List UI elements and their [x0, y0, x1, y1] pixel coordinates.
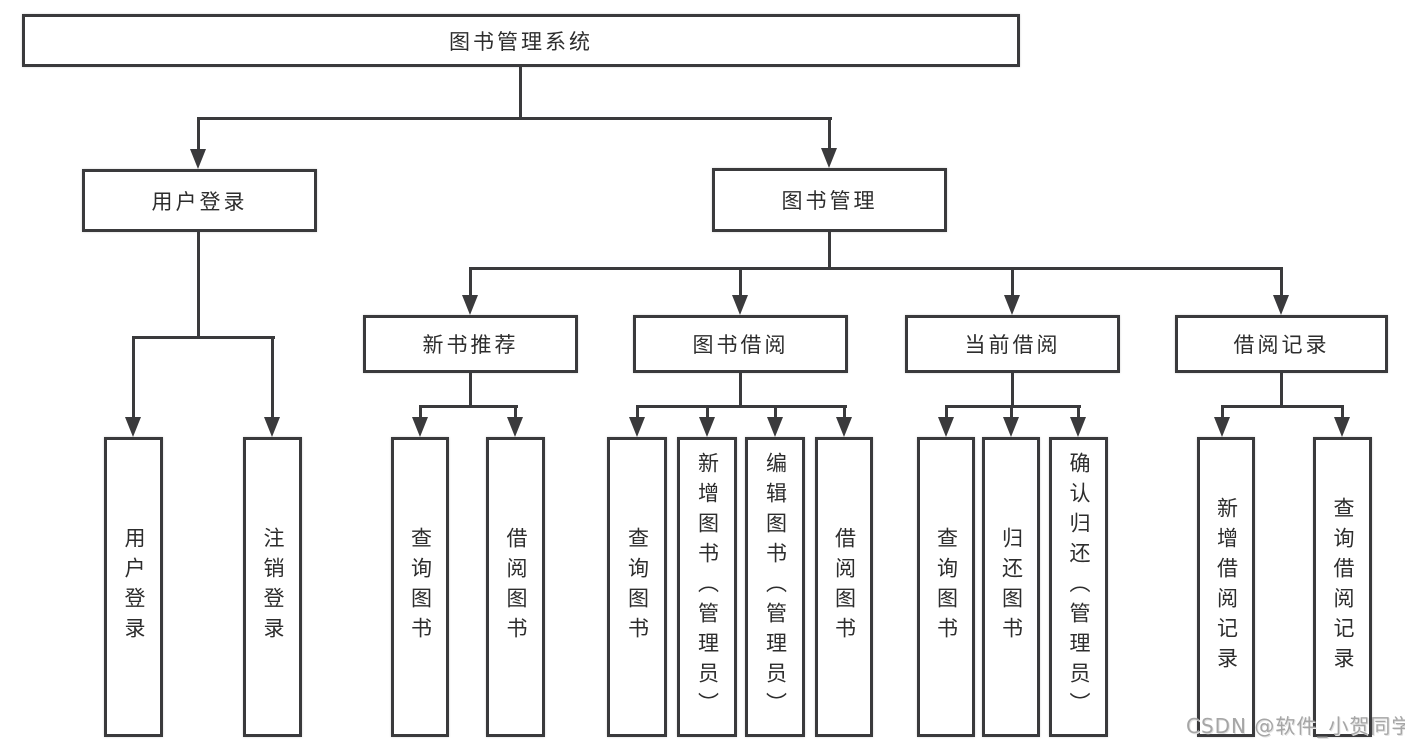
leaf-logout: 注销登录	[243, 437, 302, 737]
arrow-down-icon	[938, 417, 954, 437]
connector-line	[469, 267, 1283, 270]
connector-line	[1011, 267, 1014, 297]
connector-line	[739, 267, 742, 297]
arrow-down-icon	[125, 417, 141, 437]
connector-line	[1011, 373, 1014, 408]
leaf-edit-book-admin: 编辑图书（管理员）	[745, 437, 805, 737]
arrow-down-icon	[507, 417, 523, 437]
leaf-borrow-books-recommend: 借阅图书	[486, 437, 545, 737]
connector-line	[1221, 405, 1344, 408]
connector-line	[419, 405, 518, 408]
arrow-down-icon	[732, 295, 748, 315]
node-new-book-recommend: 新书推荐	[363, 315, 578, 373]
connector-line	[197, 117, 200, 151]
connector-line	[419, 405, 422, 419]
connector-line	[197, 232, 200, 339]
leaf-return-books: 归还图书	[982, 437, 1040, 737]
arrow-down-icon	[1214, 417, 1230, 437]
arrow-down-icon	[412, 417, 428, 437]
connector-line	[519, 67, 522, 118]
leaf-query-books-recommend: 查询图书	[391, 437, 449, 737]
leaf-add-book-admin: 新增图书（管理员）	[677, 437, 737, 737]
connector-line	[197, 117, 832, 120]
node-borrow-records: 借阅记录	[1175, 315, 1388, 373]
connector-line	[1280, 373, 1283, 408]
connector-line	[132, 336, 275, 339]
arrow-down-icon	[629, 417, 645, 437]
node-library-system: 图书管理系统	[22, 14, 1020, 67]
connector-line	[774, 405, 777, 419]
connector-line	[132, 336, 135, 419]
arrow-down-icon	[1334, 417, 1350, 437]
leaf-query-borrow-record: 查询借阅记录	[1313, 437, 1372, 737]
connector-line	[636, 405, 847, 408]
leaf-add-borrow-record: 新增借阅记录	[1197, 437, 1255, 737]
node-book-borrowing: 图书借阅	[633, 315, 848, 373]
connector-line	[636, 405, 639, 419]
connector-line	[1221, 405, 1224, 419]
leaf-confirm-return-admin: 确认归还（管理员）	[1049, 437, 1108, 737]
connector-line	[469, 267, 472, 297]
connector-line	[945, 405, 948, 419]
csdn-watermark: CSDN @软件_小贺同学	[1186, 714, 1405, 738]
leaf-query-books-current: 查询图书	[917, 437, 975, 737]
arrow-down-icon	[821, 148, 837, 168]
connector-line	[1077, 405, 1080, 419]
connector-line	[706, 405, 709, 419]
arrow-down-icon	[264, 417, 280, 437]
node-user-login: 用户登录	[82, 169, 317, 232]
arrow-down-icon	[1003, 417, 1019, 437]
leaf-borrow-books-borrowing: 借阅图书	[815, 437, 873, 737]
arrow-down-icon	[190, 149, 206, 169]
connector-line	[1341, 405, 1344, 419]
connector-line	[514, 405, 517, 419]
leaf-user-login: 用户登录	[104, 437, 163, 737]
connector-line	[469, 373, 472, 408]
arrow-down-icon	[1070, 417, 1086, 437]
connector-line	[1010, 405, 1013, 419]
connector-line	[828, 117, 831, 150]
connector-line	[945, 405, 1081, 408]
connector-line	[1280, 267, 1283, 297]
node-book-management: 图书管理	[712, 168, 947, 232]
connector-line	[739, 373, 742, 408]
connector-line	[828, 232, 831, 270]
leaf-query-books-borrowing: 查询图书	[607, 437, 667, 737]
arrow-down-icon	[699, 417, 715, 437]
connector-line	[271, 336, 274, 419]
arrow-down-icon	[1004, 295, 1020, 315]
node-current-borrowing: 当前借阅	[905, 315, 1120, 373]
arrow-down-icon	[1273, 295, 1289, 315]
arrow-down-icon	[767, 417, 783, 437]
arrow-down-icon	[462, 295, 478, 315]
arrow-down-icon	[836, 417, 852, 437]
connector-line	[843, 405, 846, 419]
